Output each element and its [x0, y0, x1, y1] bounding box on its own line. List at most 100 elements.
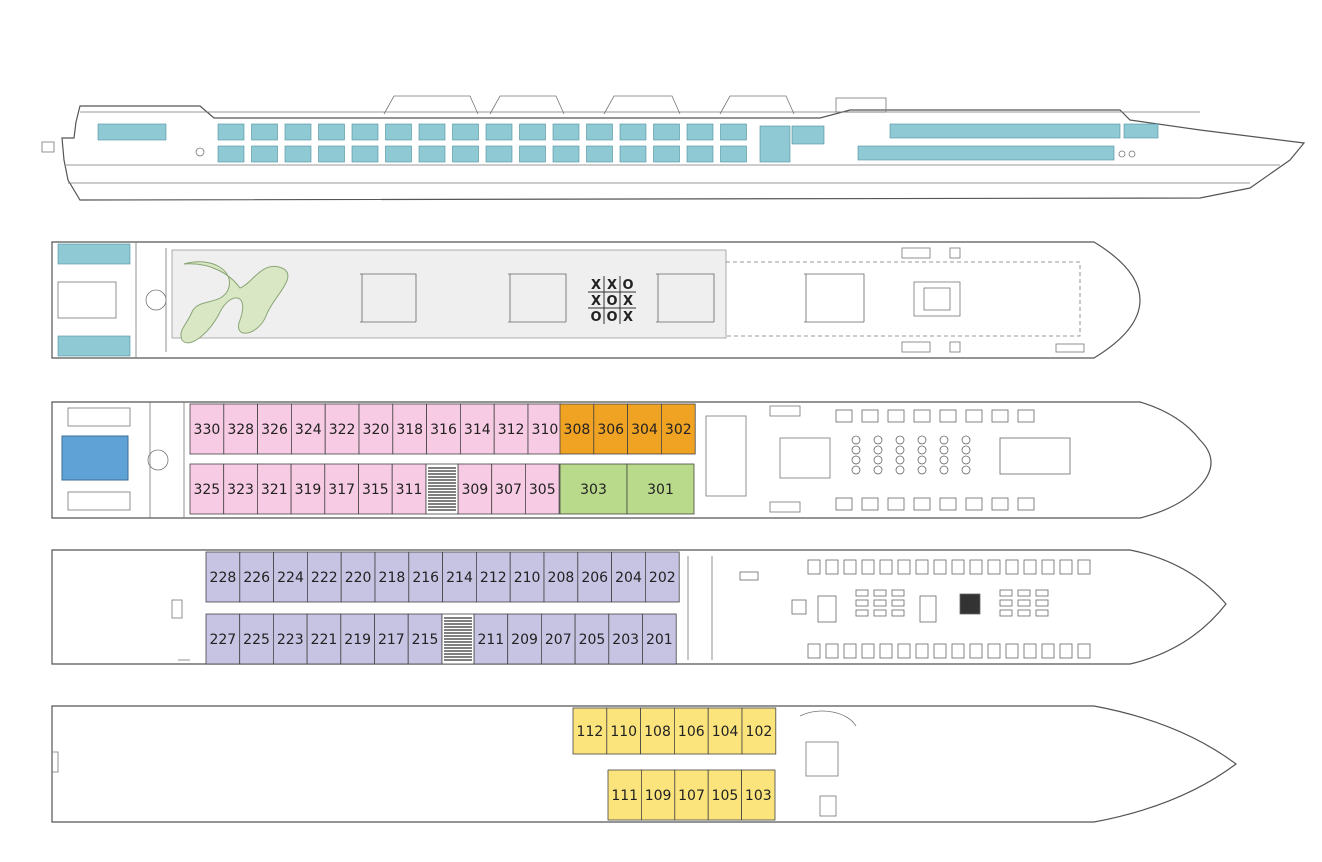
cabin-box[interactable]: [189, 403, 225, 455]
cabin-box[interactable]: [257, 403, 292, 455]
cabin-219[interactable]: 219: [340, 613, 375, 665]
cabin-307[interactable]: 307: [491, 463, 526, 515]
cabin-box[interactable]: [606, 707, 641, 755]
cabin-box[interactable]: [611, 551, 646, 603]
cabin-312[interactable]: 312: [493, 403, 529, 455]
cabin-box[interactable]: [577, 551, 612, 603]
cabin-box[interactable]: [707, 707, 743, 755]
cabin-316[interactable]: 316: [426, 403, 461, 455]
cabin-216[interactable]: 216: [408, 551, 443, 603]
cabin-211[interactable]: 211: [473, 613, 509, 665]
cabin-208[interactable]: 208: [543, 551, 579, 603]
cabin-310[interactable]: 310: [527, 403, 563, 455]
cabin-202[interactable]: 202: [645, 551, 680, 603]
cabin-207[interactable]: 207: [541, 613, 576, 665]
cabin-box[interactable]: [541, 613, 576, 665]
cabin-box[interactable]: [205, 613, 241, 665]
cabin-box[interactable]: [559, 403, 595, 455]
cabin-box[interactable]: [640, 707, 675, 755]
cabin-317[interactable]: 317: [324, 463, 359, 515]
cabin-109[interactable]: 109: [641, 769, 676, 821]
cabin-box[interactable]: [426, 403, 461, 455]
cabin-111[interactable]: 111: [607, 769, 642, 821]
cabin-box[interactable]: [493, 403, 529, 455]
cabin-304[interactable]: 304: [627, 403, 662, 455]
cabin-box[interactable]: [642, 613, 677, 665]
cabin-box[interactable]: [626, 463, 695, 515]
cabin-box[interactable]: [559, 463, 628, 515]
cabin-box[interactable]: [358, 463, 393, 515]
cabin-323[interactable]: 323: [223, 463, 258, 515]
cabin-210[interactable]: 210: [509, 551, 545, 603]
cabin-box[interactable]: [572, 707, 608, 755]
cabin-325[interactable]: 325: [189, 463, 225, 515]
cabin-309[interactable]: 309: [457, 463, 493, 515]
cabin-box[interactable]: [645, 551, 680, 603]
cabin-228[interactable]: 228: [205, 551, 241, 603]
cabin-315[interactable]: 315: [358, 463, 393, 515]
cabin-box[interactable]: [442, 551, 477, 603]
cabin-308[interactable]: 308: [559, 403, 595, 455]
cabin-box[interactable]: [741, 707, 777, 755]
cabin-205[interactable]: 205: [574, 613, 610, 665]
cabin-box[interactable]: [527, 403, 563, 455]
cabin-box[interactable]: [306, 613, 342, 665]
cabin-box[interactable]: [491, 463, 526, 515]
cabin-330[interactable]: 330: [189, 403, 225, 455]
cabin-326[interactable]: 326: [257, 403, 292, 455]
cabin-305[interactable]: 305: [525, 463, 560, 515]
cabin-box[interactable]: [205, 551, 241, 603]
cabin-box[interactable]: [627, 403, 662, 455]
cabin-314[interactable]: 314: [459, 403, 495, 455]
cabin-box[interactable]: [358, 403, 394, 455]
cabin-box[interactable]: [256, 463, 292, 515]
cabin-box[interactable]: [189, 463, 225, 515]
cabin-104[interactable]: 104: [707, 707, 743, 755]
cabin-322[interactable]: 322: [324, 403, 360, 455]
cabin-box[interactable]: [306, 551, 342, 603]
cabin-box[interactable]: [741, 769, 776, 821]
cabin-box[interactable]: [475, 551, 511, 603]
cabin-302[interactable]: 302: [661, 403, 696, 455]
cabin-318[interactable]: 318: [392, 403, 427, 455]
cabin-107[interactable]: 107: [674, 769, 709, 821]
cabin-box[interactable]: [509, 551, 545, 603]
cabin-box[interactable]: [239, 551, 275, 603]
cabin-box[interactable]: [223, 403, 259, 455]
cabin-319[interactable]: 319: [290, 463, 326, 515]
cabin-box[interactable]: [290, 463, 326, 515]
cabin-214[interactable]: 214: [442, 551, 477, 603]
cabin-209[interactable]: 209: [507, 613, 542, 665]
cabin-box[interactable]: [290, 403, 326, 455]
cabin-box[interactable]: [324, 403, 360, 455]
cabin-303[interactable]: 303: [559, 463, 628, 515]
cabin-112[interactable]: 112: [572, 707, 608, 755]
cabin-box[interactable]: [407, 613, 443, 665]
cabin-102[interactable]: 102: [741, 707, 777, 755]
cabin-225[interactable]: 225: [239, 613, 274, 665]
cabin-box[interactable]: [574, 613, 610, 665]
cabin-box[interactable]: [661, 403, 696, 455]
cabin-box[interactable]: [239, 613, 274, 665]
cabin-110[interactable]: 110: [606, 707, 641, 755]
cabin-226[interactable]: 226: [239, 551, 275, 603]
cabin-box[interactable]: [525, 463, 560, 515]
cabin-328[interactable]: 328: [223, 403, 259, 455]
cabin-222[interactable]: 222: [306, 551, 342, 603]
cabin-320[interactable]: 320: [358, 403, 394, 455]
cabin-217[interactable]: 217: [374, 613, 409, 665]
cabin-box[interactable]: [674, 707, 709, 755]
cabin-223[interactable]: 223: [272, 613, 308, 665]
cabin-box[interactable]: [408, 551, 443, 603]
cabin-box[interactable]: [340, 551, 376, 603]
cabin-206[interactable]: 206: [577, 551, 612, 603]
cabin-311[interactable]: 311: [391, 463, 427, 515]
cabin-box[interactable]: [272, 613, 308, 665]
cabin-105[interactable]: 105: [707, 769, 743, 821]
cabin-box[interactable]: [324, 463, 359, 515]
cabin-box[interactable]: [374, 613, 409, 665]
cabin-box[interactable]: [457, 463, 493, 515]
cabin-321[interactable]: 321: [256, 463, 292, 515]
cabin-box[interactable]: [273, 551, 308, 603]
cabin-221[interactable]: 221: [306, 613, 342, 665]
